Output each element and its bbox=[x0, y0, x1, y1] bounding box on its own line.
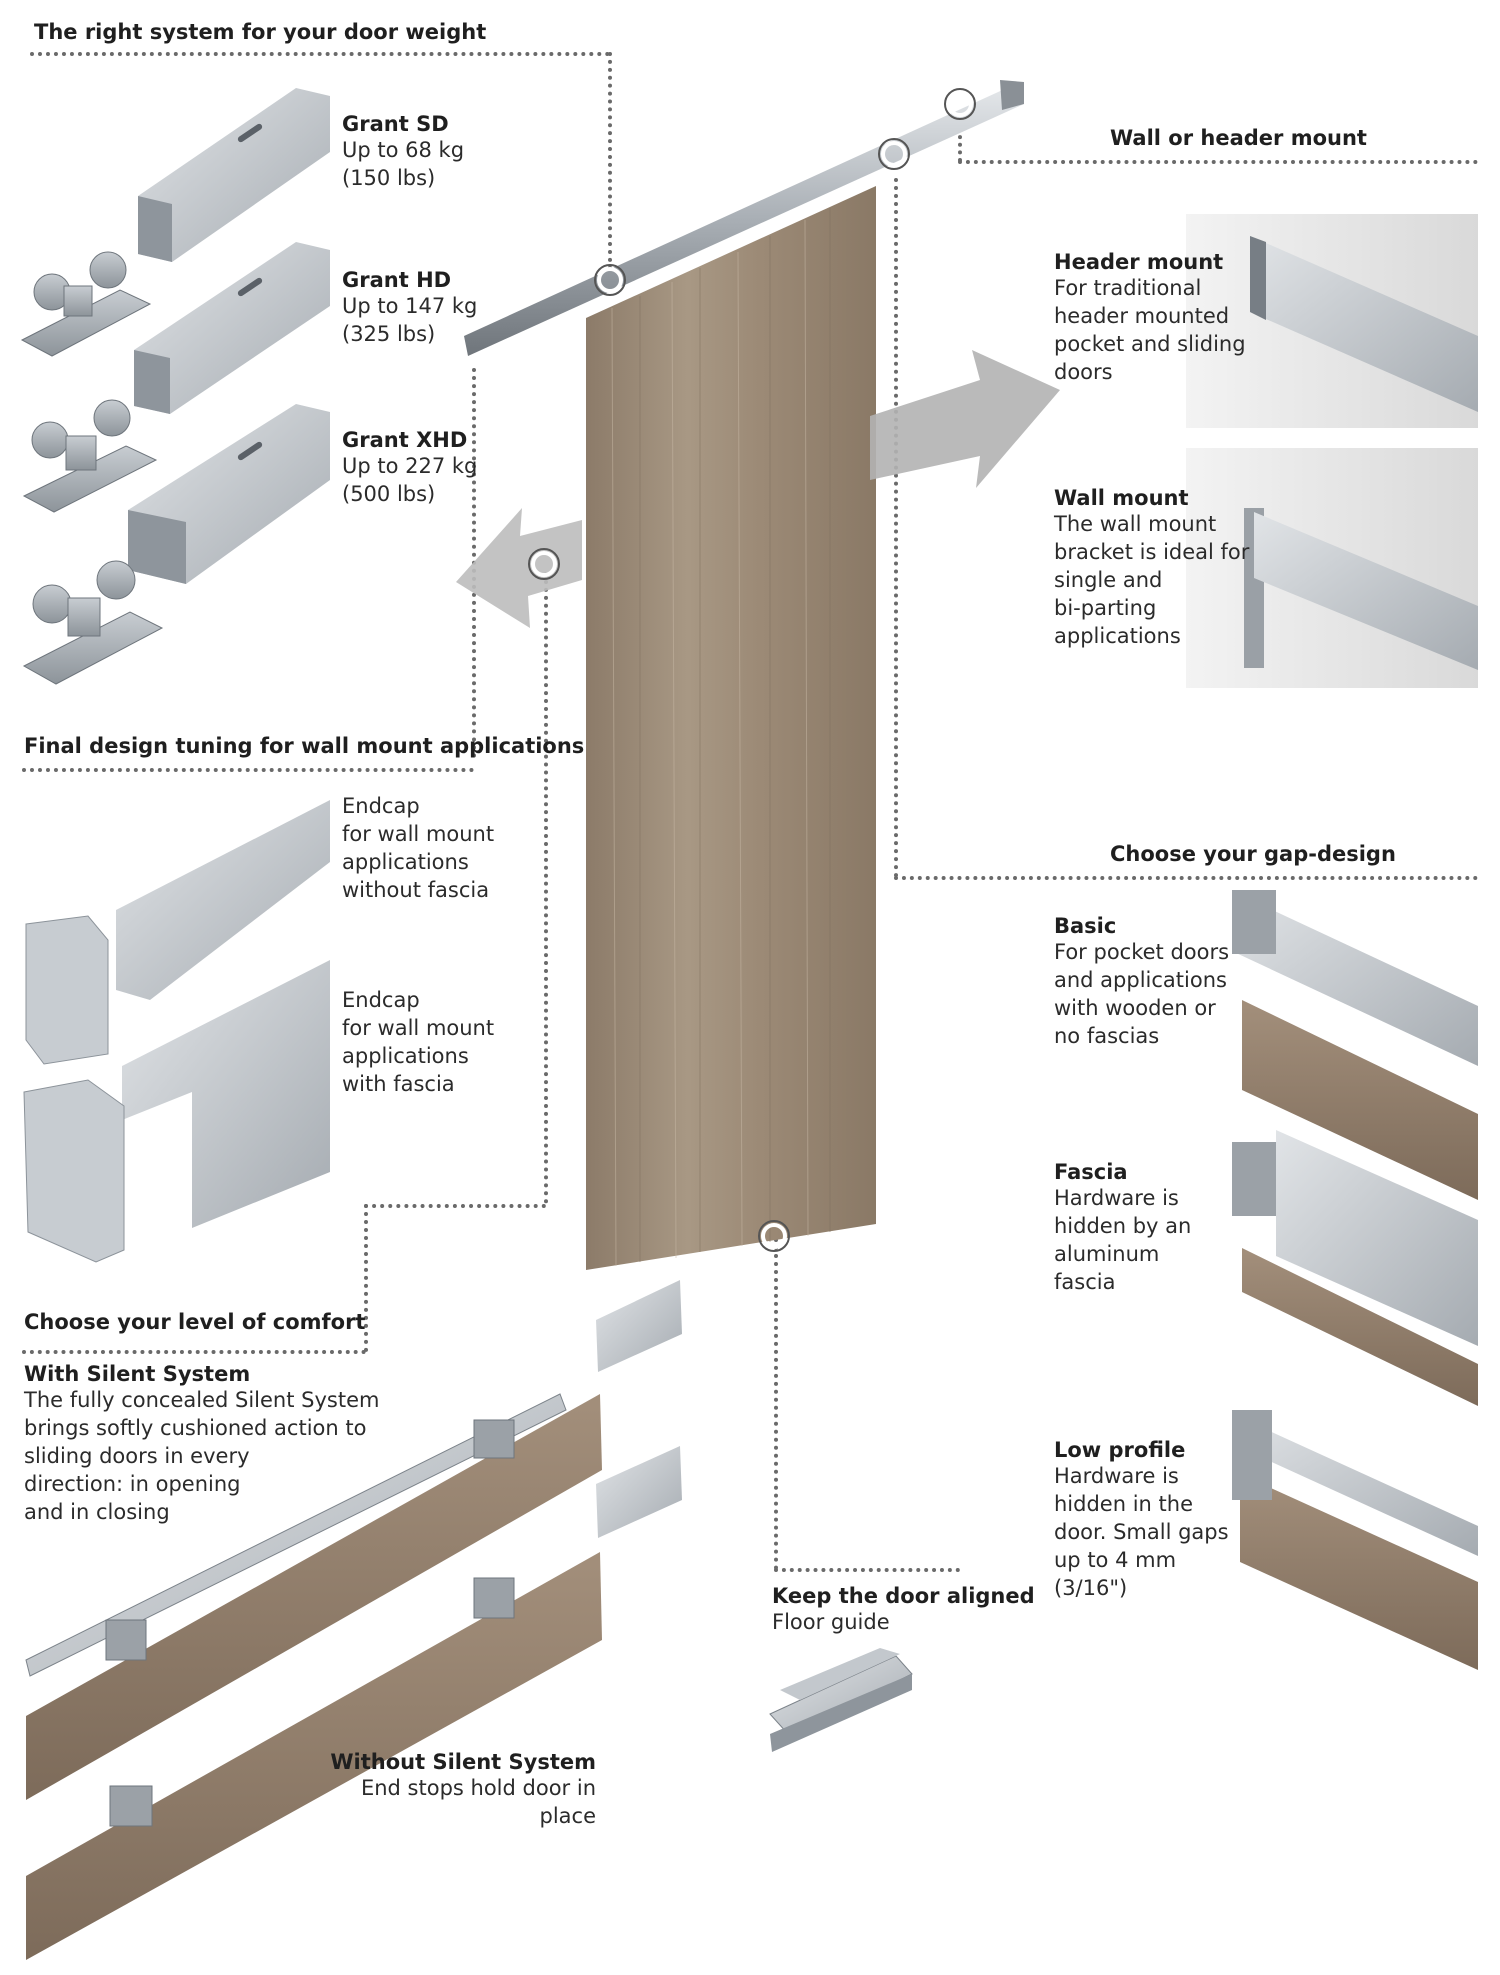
trolley-hd bbox=[22, 399, 158, 513]
gap-basic-desc: For pocket doors and applications with w… bbox=[1054, 940, 1230, 1048]
grant-hd-desc: Up to 147 kg (325 lbs) bbox=[342, 294, 478, 346]
grant-sd-desc: Up to 68 kg (150 lbs) bbox=[342, 138, 465, 190]
trolley-xhd bbox=[22, 560, 164, 685]
connector-align bbox=[774, 1568, 960, 1572]
endcap-with-fascia-desc: Endcap for wall mount applications with … bbox=[342, 988, 495, 1096]
connector-gap-vertical bbox=[894, 178, 898, 878]
with-silent-system-label: With Silent System The fully concealed S… bbox=[24, 1362, 379, 1526]
header-mount-label: Header mount For traditional header moun… bbox=[1054, 250, 1246, 386]
connector-comfort-mid bbox=[364, 1204, 546, 1208]
connector-comfort bbox=[22, 1350, 366, 1354]
header-mount-image bbox=[1186, 214, 1478, 428]
gap-fascia-label: Fascia Hardware is hidden by an aluminum… bbox=[1054, 1160, 1191, 1296]
endcap-with-fascia-image bbox=[23, 960, 330, 1263]
wall-mount-image bbox=[1186, 448, 1478, 688]
gap-fascia-desc: Hardware is hidden by an aluminum fascia bbox=[1054, 1186, 1192, 1294]
alignment-label: Keep the door aligned Floor guide bbox=[772, 1584, 1035, 1636]
floor-guide-image bbox=[769, 1648, 913, 1752]
wall-mount-desc: The wall mount bracket is ideal for sing… bbox=[1054, 512, 1250, 648]
connector-comfort-vertical-a bbox=[544, 572, 548, 1204]
connector-tuning bbox=[22, 768, 474, 772]
connector-comfort-vertical-b bbox=[364, 1204, 368, 1352]
header-mount-desc: For traditional header mounted pocket an… bbox=[1054, 276, 1246, 384]
grant-hd-profile bbox=[134, 242, 330, 414]
mount-heading: Wall or header mount bbox=[1110, 126, 1367, 150]
connector-mount-vertical bbox=[958, 120, 962, 162]
door-weight-heading: The right system for your door weight bbox=[34, 20, 487, 44]
wall-mount-label: Wall mount The wall mount bracket is ide… bbox=[1054, 486, 1249, 650]
without-silent-system-image bbox=[26, 1446, 682, 1960]
comfort-heading: Choose your level of comfort bbox=[24, 1310, 366, 1334]
grant-xhd-name: Grant XHD bbox=[342, 428, 468, 452]
connector-align-vertical bbox=[774, 1238, 778, 1570]
gap-low-profile-name: Low profile bbox=[1054, 1438, 1186, 1462]
gap-fascia-image bbox=[1232, 1130, 1478, 1406]
with-silent-system-image bbox=[25, 1280, 682, 1800]
without-silent-system-label: Without Silent System End stops hold doo… bbox=[300, 1750, 596, 1830]
gap-low-profile-image bbox=[1232, 1410, 1478, 1670]
with-silent-system-name: With Silent System bbox=[24, 1362, 251, 1386]
connector-gap bbox=[894, 876, 1478, 880]
trolley-sd bbox=[20, 251, 152, 357]
connector-top-vertical bbox=[608, 52, 612, 278]
gap-basic-label: Basic For pocket doors and applications … bbox=[1054, 914, 1229, 1050]
gap-low-profile-desc: Hardware is hidden in the door. Small ga… bbox=[1054, 1464, 1229, 1600]
gap-basic-image bbox=[1232, 890, 1478, 1200]
grant-xhd-desc: Up to 227 kg (500 lbs) bbox=[342, 454, 478, 506]
grant-hd-label: Grant HD Up to 147 kg (325 lbs) bbox=[342, 268, 477, 348]
alignment-desc: Floor guide bbox=[772, 1610, 890, 1634]
endcap-without-fascia-desc: Endcap for wall mount applications witho… bbox=[342, 794, 495, 902]
grant-xhd-profile bbox=[128, 404, 330, 584]
grant-sd-name: Grant SD bbox=[342, 112, 449, 136]
grant-sd-label: Grant SD Up to 68 kg (150 lbs) bbox=[342, 112, 464, 192]
alignment-heading: Keep the door aligned bbox=[772, 1584, 1035, 1608]
with-silent-system-desc: The fully concealed Silent System brings… bbox=[24, 1388, 380, 1524]
gap-basic-name: Basic bbox=[1054, 914, 1117, 938]
without-silent-system-desc: End stops hold door in place bbox=[360, 1776, 596, 1828]
design-tuning-heading: Final design tuning for wall mount appli… bbox=[24, 734, 585, 758]
without-silent-system-name: Without Silent System bbox=[330, 1750, 596, 1774]
grant-sd-profile bbox=[138, 88, 330, 262]
connector-mount bbox=[958, 160, 1478, 164]
wall-mount-name: Wall mount bbox=[1054, 486, 1189, 510]
header-mount-name: Header mount bbox=[1054, 250, 1224, 274]
connector-top bbox=[30, 52, 610, 56]
gap-low-profile-label: Low profile Hardware is hidden in the do… bbox=[1054, 1438, 1229, 1602]
gap-fascia-name: Fascia bbox=[1054, 1160, 1128, 1184]
gap-design-heading: Choose your gap-design bbox=[1110, 842, 1396, 866]
grant-xhd-label: Grant XHD Up to 227 kg (500 lbs) bbox=[342, 428, 477, 508]
endcap-without-fascia-image bbox=[25, 800, 330, 1065]
grant-hd-name: Grant HD bbox=[342, 268, 452, 292]
